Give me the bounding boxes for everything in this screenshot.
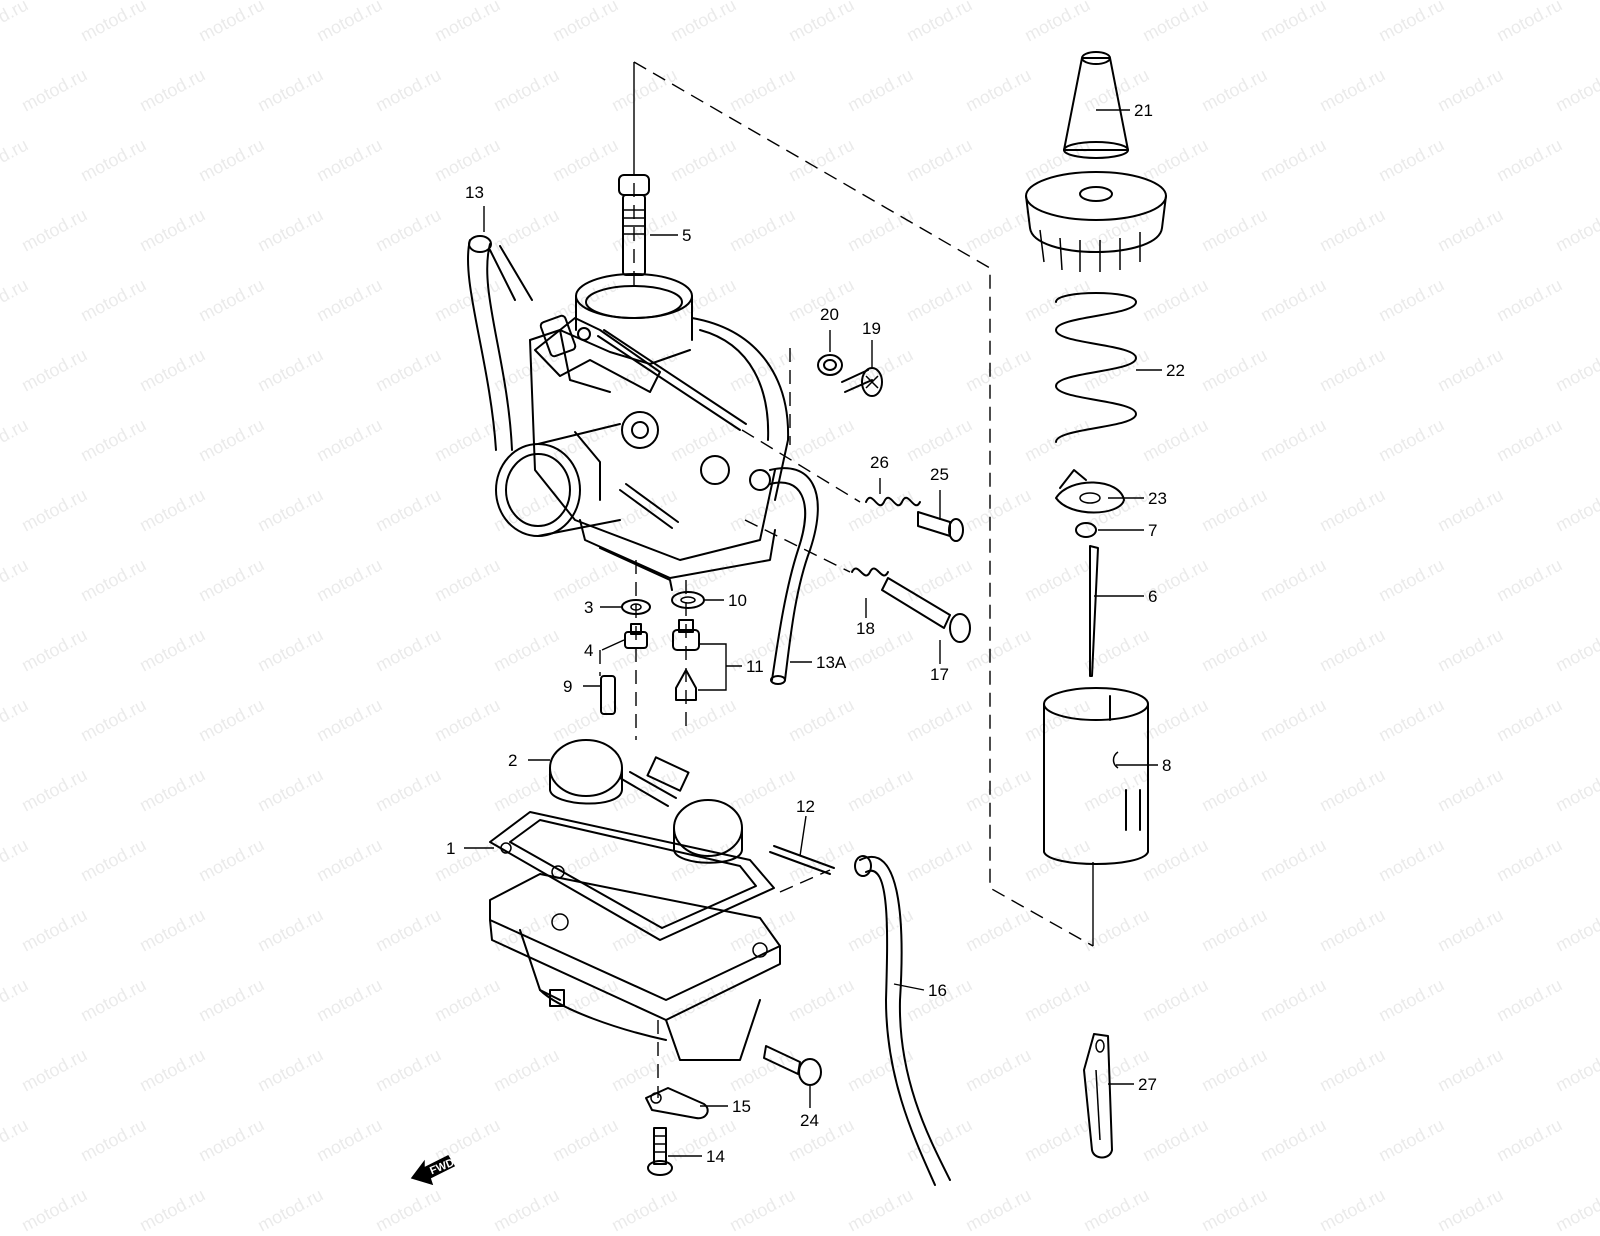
part-14-bolt bbox=[647, 1127, 673, 1176]
part-1-gasket bbox=[489, 811, 775, 941]
diagram-drawing: FWD bbox=[410, 51, 1167, 1186]
callout-4: 4 bbox=[584, 641, 594, 660]
callout-11: 11 bbox=[746, 657, 764, 676]
part-26-spring bbox=[865, 496, 921, 507]
callout-19: 19 bbox=[862, 319, 881, 338]
callout-7: 7 bbox=[1148, 521, 1158, 540]
callout-18: 18 bbox=[856, 619, 875, 638]
part-6-jet-needle bbox=[1089, 545, 1099, 677]
drain-tube-16 bbox=[859, 856, 951, 1186]
callout-2: 2 bbox=[508, 751, 518, 770]
part-10-washer bbox=[671, 591, 705, 609]
callout-13: 13 bbox=[465, 183, 484, 202]
callout-21: 21 bbox=[1134, 101, 1153, 120]
callout-10: 10 bbox=[728, 591, 747, 610]
callout-12: 12 bbox=[796, 797, 815, 816]
fwd-arrow-icon: FWD bbox=[410, 1155, 456, 1186]
vent-tube-13a bbox=[769, 467, 819, 681]
part-15-clamp bbox=[645, 1087, 709, 1120]
part-8-throttle-slide bbox=[1043, 687, 1149, 865]
callout-24: 24 bbox=[800, 1111, 819, 1130]
explosion-frame bbox=[633, 61, 1094, 947]
part-9-pilot-jet bbox=[600, 675, 616, 715]
vent-tube-13 bbox=[466, 239, 513, 451]
axis-12 bbox=[779, 869, 831, 893]
part-19-screw bbox=[841, 367, 883, 397]
fwd-label: FWD bbox=[428, 1157, 456, 1178]
callout-25: 25 bbox=[930, 465, 949, 484]
callout-22: 22 bbox=[1166, 361, 1185, 380]
part-23-plate bbox=[1055, 469, 1125, 514]
part-22-spring bbox=[1055, 292, 1137, 443]
callout-23: 23 bbox=[1148, 489, 1167, 508]
callout-13a: 13A bbox=[816, 653, 847, 672]
callout-1: 1 bbox=[446, 839, 456, 858]
carburetor-body bbox=[495, 273, 790, 591]
callout-20: 20 bbox=[820, 305, 839, 324]
callout-5: 5 bbox=[682, 226, 692, 245]
carb-top-cap bbox=[1025, 171, 1167, 272]
axis-18 bbox=[744, 519, 851, 573]
callout-27: 27 bbox=[1138, 1075, 1157, 1094]
part-18-spring bbox=[851, 567, 889, 577]
callout-17: 17 bbox=[930, 665, 949, 684]
callout-6: 6 bbox=[1148, 587, 1158, 606]
vent-tube-13a-end bbox=[770, 675, 786, 685]
axis-26 bbox=[741, 429, 861, 503]
vent-tube-13-link bbox=[489, 245, 533, 301]
part-12-pin bbox=[769, 845, 835, 875]
part-24-screw bbox=[763, 1045, 822, 1086]
vent-tube-13-end bbox=[468, 235, 492, 253]
leader-lines bbox=[464, 109, 1162, 1157]
part-27-holder bbox=[1083, 1033, 1113, 1159]
part-20-washer bbox=[817, 354, 843, 376]
part-7-clip bbox=[1075, 522, 1097, 538]
callout-15: 15 bbox=[732, 1097, 751, 1116]
callout-3: 3 bbox=[584, 598, 594, 617]
callout-26: 26 bbox=[870, 453, 889, 472]
drain-tube-16-end bbox=[854, 855, 872, 877]
callout-9: 9 bbox=[563, 677, 573, 696]
part-21-cap bbox=[1063, 51, 1129, 159]
callout-16: 16 bbox=[928, 981, 947, 1000]
part-17-idle-screw bbox=[881, 577, 971, 643]
callout-8: 8 bbox=[1162, 756, 1172, 775]
float-bowl bbox=[489, 873, 781, 1061]
callout-14: 14 bbox=[706, 1147, 725, 1166]
